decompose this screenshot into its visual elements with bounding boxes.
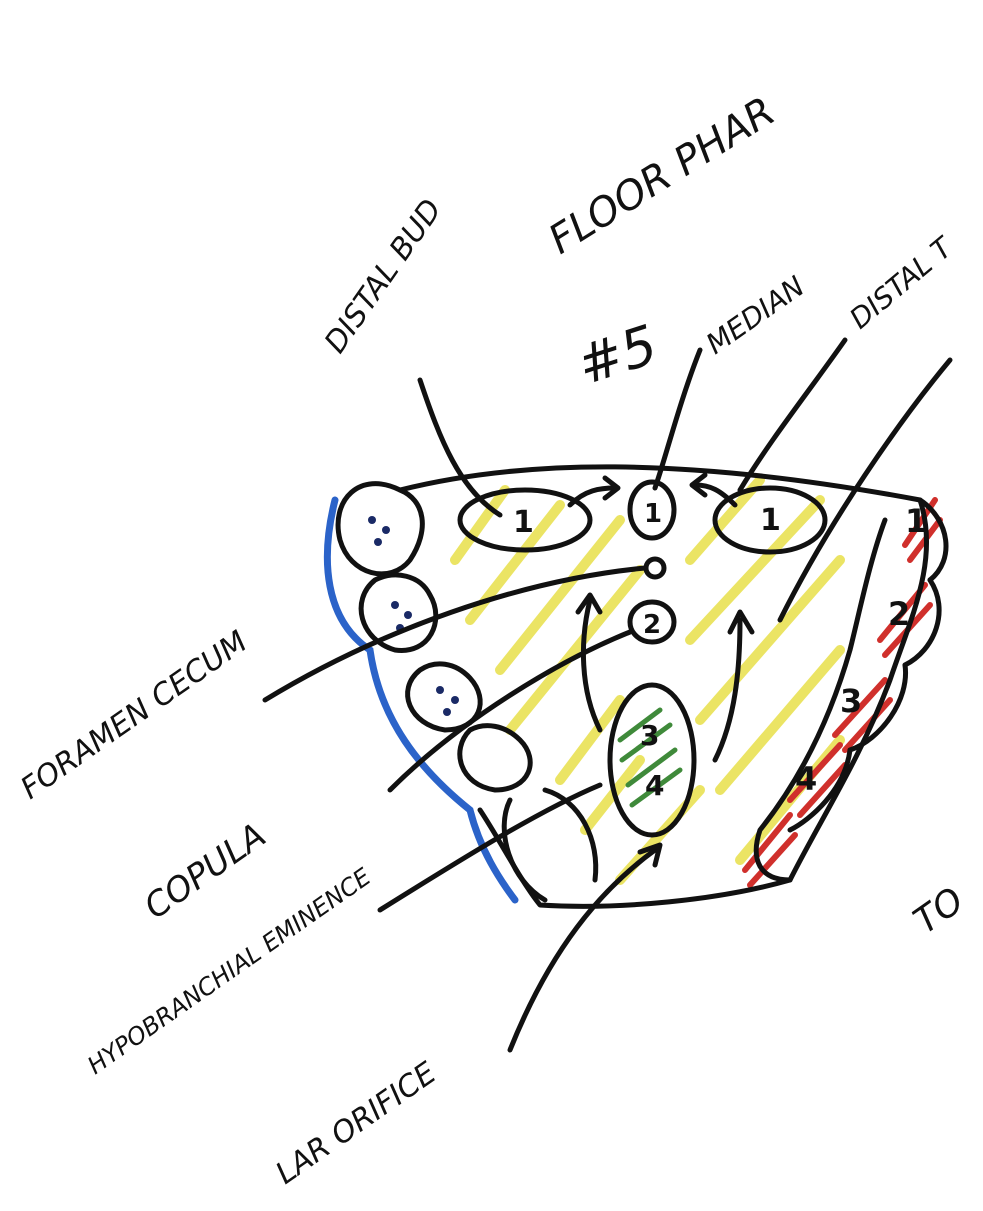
- right-arch-number-1: 1: [905, 502, 927, 540]
- hypo-number-4: 4: [645, 769, 664, 802]
- median-label: MEDIAN: [700, 270, 811, 361]
- right-bud-number: 1: [760, 503, 781, 538]
- median-number-2: 2: [643, 610, 661, 640]
- right-arch-number-4: 4: [795, 760, 817, 798]
- foramen-cecum: [646, 559, 664, 577]
- hypobranchial-label: HYPOBRANCHIAL EMINENCE: [82, 862, 376, 1080]
- right-arch-number-2: 2: [888, 595, 910, 633]
- leader-lines: [265, 340, 950, 910]
- hypo-number-3: 3: [640, 719, 659, 752]
- cut-off-label: TO: [907, 880, 972, 942]
- lar-orifice-label: LAR ORIFICE: [270, 1056, 443, 1192]
- distal-bud-label: DISTAL BUD: [318, 193, 449, 360]
- title-label: FLOOR PHAR: [541, 88, 783, 263]
- distal-t-label: DISTAL T: [843, 230, 960, 335]
- right-arch-number-3: 3: [840, 682, 862, 720]
- subtitle-label: #5: [570, 313, 665, 398]
- left-bud-number: 1: [513, 505, 534, 540]
- median-number-1: 1: [644, 499, 662, 529]
- blue-arch-outline: [327, 500, 515, 900]
- growth-arrows: [510, 475, 752, 1050]
- foramen-cecum-label: FORAMEN CECUM: [15, 624, 254, 806]
- copula-label: COPULA: [137, 815, 273, 927]
